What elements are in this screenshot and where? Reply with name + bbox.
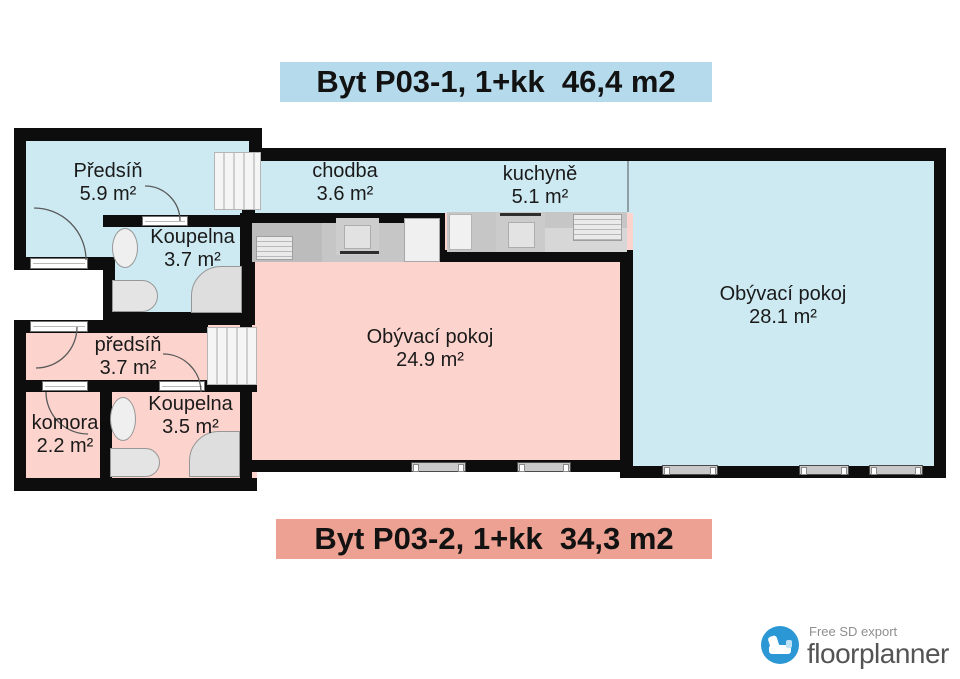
apartment1-title: Byt P03-1, 1+kk 46,4 m2: [280, 62, 712, 102]
wardrobe: [207, 327, 257, 385]
logo-chair-cushion: [786, 640, 792, 648]
window: [799, 465, 849, 475]
kitchen-sink: [256, 236, 293, 260]
corridor-void: [0, 270, 103, 320]
window: [411, 462, 466, 472]
room-divider-line: [627, 161, 629, 212]
room-area: 3.7 m²: [99, 357, 157, 379]
room-name: Předsíň: [73, 160, 143, 182]
stove-edge: [340, 251, 379, 254]
window: [662, 465, 718, 475]
brand-name: floorplanner: [807, 638, 949, 669]
room-name: předsíň: [94, 334, 162, 356]
wall: [432, 250, 633, 262]
bathtub-icon: [110, 448, 160, 477]
door-sill: [30, 258, 88, 269]
stove-top: [508, 222, 535, 248]
wall: [14, 320, 26, 491]
room-area: 3.7 m²: [164, 249, 221, 271]
shower-icon: [189, 431, 240, 477]
wall: [14, 128, 262, 141]
room-label-obyvaci-pokoj-2: Obývací pokoj 24.9 m²: [330, 326, 530, 372]
door-sill: [30, 321, 88, 332]
room-name: Koupelna: [148, 393, 233, 415]
wall: [100, 380, 112, 491]
door-sill: [159, 381, 205, 391]
room-area: 24.9 m²: [396, 349, 464, 371]
room-label-komora: komora 2.2 m²: [5, 412, 125, 458]
door-sill: [142, 216, 188, 226]
fridge: [404, 218, 440, 262]
sink-icon: [110, 397, 136, 441]
room-name: chodba: [312, 160, 378, 182]
room-label-predsin-1: Předsíň 5.9 m²: [38, 160, 178, 206]
room-label-chodba: chodba 3.6 m²: [275, 160, 415, 206]
floorplanner-branding: Free SD export floorplanner: [755, 616, 955, 674]
room-area: 2.2 m²: [36, 435, 94, 457]
floorplanner-logo-icon: [761, 626, 799, 664]
kitchen-cabinet: [449, 214, 472, 250]
door-sill: [42, 381, 88, 391]
stove-edge: [500, 213, 541, 216]
bathtub-icon: [112, 280, 158, 312]
room-label-kuchyne: kuchyně 5.1 m²: [470, 163, 610, 209]
apartment2-title: Byt P03-2, 1+kk 34,3 m2: [276, 519, 712, 559]
room-name: Obývací pokoj: [366, 326, 494, 348]
wall: [249, 148, 946, 161]
room-area: 3.6 m²: [316, 183, 374, 205]
room-area: 3.5 m²: [162, 416, 219, 438]
room-name: kuchyně: [502, 163, 578, 185]
room-label-koupelna-2: Koupelna 3.5 m²: [118, 393, 263, 439]
stove-top: [344, 225, 371, 249]
room-area: 5.1 m²: [511, 186, 569, 208]
window: [869, 465, 923, 475]
wardrobe: [214, 152, 261, 210]
room-name: komora: [31, 412, 99, 434]
room-name: Koupelna: [150, 226, 235, 248]
room-label-predsin-2: předsíň 3.7 m²: [58, 334, 198, 380]
room-area: 28.1 m²: [749, 306, 817, 328]
wall: [14, 128, 26, 270]
wall: [14, 478, 257, 491]
export-label: Free SD export: [809, 624, 898, 639]
shower-icon: [191, 266, 242, 313]
room-label-obyvaci-pokoj-1: Obývací pokoj 28.1 m²: [683, 283, 883, 329]
wall: [934, 148, 946, 478]
room-name: Obývací pokoj: [719, 283, 847, 305]
sink-icon: [112, 228, 138, 268]
logo-chair-seat: [769, 645, 791, 654]
kitchen-sink: [573, 214, 622, 241]
floor-obyvaci-pokoj-1: [620, 148, 946, 478]
window: [517, 462, 571, 472]
room-area: 5.9 m²: [79, 183, 137, 205]
wall: [620, 250, 633, 472]
room-label-koupelna-1: Koupelna 3.7 m²: [120, 226, 265, 272]
